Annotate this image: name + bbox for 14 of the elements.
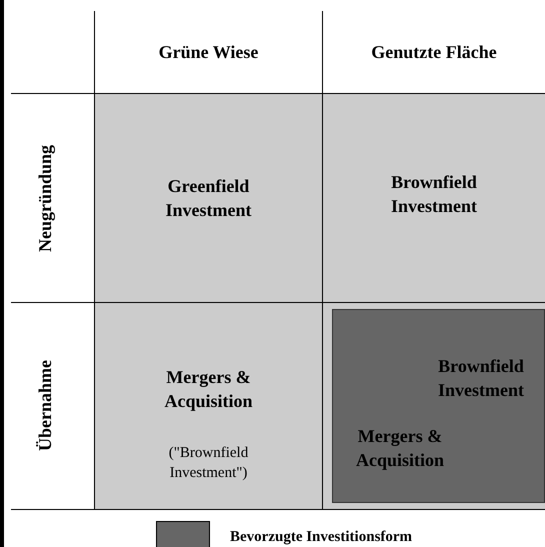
cell-text: Brownfield Investment [390,171,478,218]
row-header: Übernahme [34,360,56,454]
cell-text: Mergers & Acquisition [354,425,446,472]
legend-text: Bevorzugte Investitionsform [230,528,412,547]
cell-text: Greenfield Investment [164,175,252,222]
row-header: Neugründung [34,143,56,254]
note-text: ("Brownfield Investment") [168,444,250,483]
column-header: Grüne Wiese [158,41,260,64]
matrix-cell [323,94,545,302]
matrix-cell [95,94,322,302]
cell-text: Mergers & Acquisition [163,366,254,413]
cell-text: Brownfield Investment [437,355,525,402]
matrix-cell [95,303,322,509]
column-header: Genutzte Fläche [370,41,498,64]
